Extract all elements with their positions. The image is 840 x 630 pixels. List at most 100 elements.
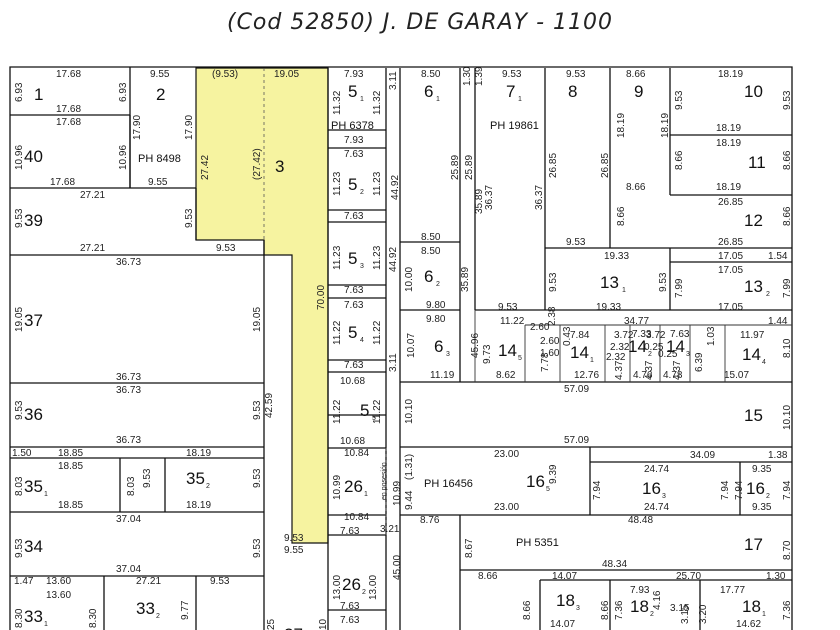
svg-text:(9.53): (9.53) [212, 69, 238, 80]
parcel-33-2: 33 [136, 599, 155, 618]
svg-text:24.74: 24.74 [644, 502, 669, 513]
svg-text:17.68: 17.68 [56, 69, 81, 80]
svg-text:18.19: 18.19 [718, 69, 743, 80]
parcel-5-4: 5 [348, 323, 357, 342]
parcel-7-1: 7 [506, 82, 515, 101]
svg-text:14.07: 14.07 [550, 619, 575, 630]
parcel-16-3: 16 [642, 479, 661, 498]
svg-text:0.43: 0.43 [562, 326, 573, 346]
svg-text:10.96: 10.96 [118, 145, 129, 170]
svg-text:1.30: 1.30 [766, 571, 786, 582]
svg-text:14.62: 14.62 [736, 619, 761, 630]
svg-text:11.22: 11.22 [372, 320, 383, 345]
svg-text:9.77: 9.77 [180, 600, 191, 620]
svg-text:0.25: 0.25 [644, 342, 664, 353]
svg-text:8.66: 8.66 [626, 182, 646, 193]
svg-text:34.09: 34.09 [690, 450, 715, 461]
svg-text:17.77: 17.77 [720, 585, 745, 596]
svg-text:44.92: 44.92 [388, 247, 399, 272]
svg-text:1.54: 1.54 [768, 251, 788, 262]
svg-text:25: 25 [266, 618, 277, 630]
svg-text:9.35: 9.35 [752, 502, 772, 513]
svg-text:23.00: 23.00 [494, 502, 519, 513]
svg-text:48.34: 48.34 [602, 559, 627, 570]
svg-text:10.99: 10.99 [392, 481, 403, 506]
svg-text:35.89: 35.89 [460, 267, 471, 292]
svg-text:36.73: 36.73 [116, 257, 141, 268]
parcel-9: 9 [634, 82, 643, 101]
svg-text:9.53: 9.53 [658, 272, 669, 292]
svg-text:3: 3 [576, 605, 580, 612]
svg-text:36.73: 36.73 [116, 435, 141, 446]
parcel-6-2: 6 [424, 267, 433, 286]
svg-text:1.30: 1.30 [462, 66, 473, 86]
dimension-labels-vertical: 6.93 6.93 17.90 17.90 27.42 (27.42) 11.3… [14, 66, 793, 630]
parcel-14-3: 14 [666, 337, 685, 356]
svg-text:18.19: 18.19 [186, 500, 211, 511]
svg-text:11.22: 11.22 [332, 399, 343, 424]
svg-text:7.63: 7.63 [344, 211, 364, 222]
parcel-34: 34 [24, 537, 43, 556]
svg-text:18.85: 18.85 [58, 448, 83, 459]
svg-text:9.53: 9.53 [566, 69, 586, 80]
svg-text:1.47: 1.47 [14, 576, 34, 587]
svg-text:57.09: 57.09 [564, 435, 589, 446]
parcel-5-3: 5 [348, 249, 357, 268]
svg-text:7.63: 7.63 [344, 149, 364, 160]
svg-text:18.19: 18.19 [716, 138, 741, 149]
svg-text:15.07: 15.07 [724, 370, 749, 381]
parcel-13-2: 13 [744, 277, 763, 296]
svg-text:25.70: 25.70 [676, 571, 701, 582]
svg-text:8.66: 8.66 [782, 150, 793, 170]
svg-text:(27.42): (27.42) [252, 148, 263, 180]
svg-text:19.05: 19.05 [14, 307, 25, 332]
svg-text:7.63: 7.63 [340, 601, 360, 612]
ph-5351: PH 5351 [516, 537, 559, 549]
svg-text:18.19: 18.19 [660, 113, 671, 138]
svg-text:3.11: 3.11 [388, 353, 399, 372]
svg-text:3.21: 3.21 [380, 524, 400, 535]
svg-text:9.44: 9.44 [404, 490, 415, 510]
svg-text:7.63: 7.63 [344, 285, 364, 296]
svg-text:9.53: 9.53 [252, 468, 263, 488]
svg-text:2: 2 [156, 613, 160, 620]
svg-text:42.59: 42.59 [264, 393, 275, 418]
svg-text:4: 4 [360, 337, 364, 344]
svg-text:9.73: 9.73 [482, 344, 493, 364]
svg-text:9.53: 9.53 [548, 272, 559, 292]
svg-text:0.25: 0.25 [658, 349, 678, 360]
svg-text:10.10: 10.10 [782, 405, 793, 430]
ph-16456: PH 16456 [424, 478, 473, 490]
svg-text:48.48: 48.48 [628, 515, 653, 526]
svg-text:9.53: 9.53 [502, 69, 522, 80]
svg-text:9.53: 9.53 [498, 302, 518, 313]
svg-text:17.05: 17.05 [718, 251, 743, 262]
svg-text:5: 5 [372, 415, 376, 422]
svg-text:37.04: 37.04 [116, 514, 141, 525]
svg-text:18.19: 18.19 [716, 123, 741, 134]
parcel-14-5: 14 [498, 341, 517, 360]
svg-text:35.89: 35.89 [474, 189, 485, 214]
parcel-27: 27 [284, 625, 303, 630]
svg-text:9.53: 9.53 [566, 237, 586, 248]
parcel-16-5: 16 [526, 472, 545, 491]
svg-text:7.84: 7.84 [570, 330, 590, 341]
svg-text:4.37: 4.37 [614, 360, 625, 380]
svg-text:8.66: 8.66 [626, 69, 646, 80]
block-outline [9, 66, 793, 630]
svg-text:7.63: 7.63 [340, 615, 360, 626]
svg-text:9.53: 9.53 [14, 400, 25, 420]
svg-text:2: 2 [206, 483, 210, 490]
parcel-5-2: 5 [348, 175, 357, 194]
svg-text:9.55: 9.55 [148, 177, 168, 188]
svg-text:2.60: 2.60 [530, 322, 550, 333]
parcel-18-2: 18 [630, 597, 649, 616]
svg-text:17.68: 17.68 [50, 177, 75, 188]
svg-text:1: 1 [590, 357, 594, 364]
svg-text:14.07: 14.07 [552, 571, 577, 582]
svg-text:8.03: 8.03 [14, 476, 25, 496]
parcel-17: 17 [744, 535, 763, 554]
svg-text:2: 2 [436, 281, 440, 288]
svg-text:12.76: 12.76 [574, 370, 599, 381]
parcel-12: 12 [744, 211, 763, 230]
